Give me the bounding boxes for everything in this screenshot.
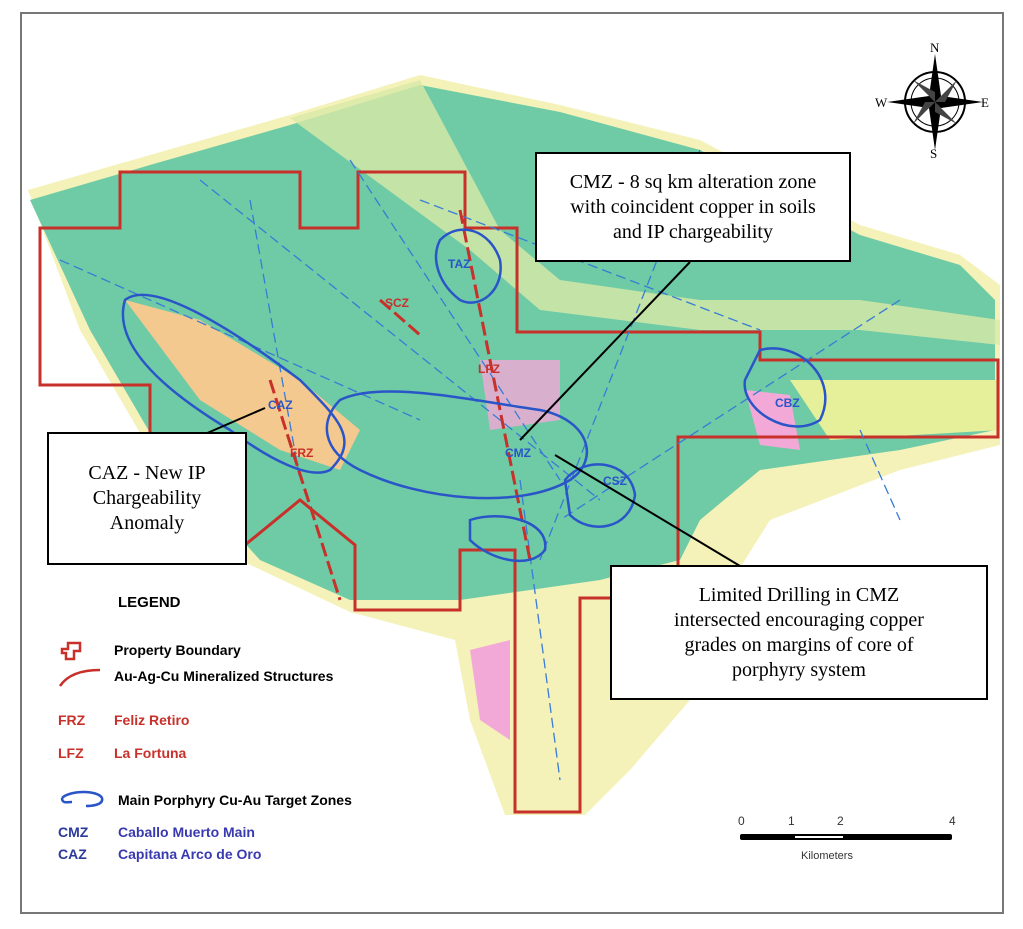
legend-target-zones: Main Porphyry Cu-Au Target Zones [118,792,352,808]
map-label-scz: SCZ [385,296,409,310]
pink-unit-2 [470,640,510,740]
scale-tick: 4 [949,814,956,828]
scale-tick: 2 [837,814,844,828]
compass-south: S [930,146,938,161]
legend-structures: Au-Ag-Cu Mineralized Structures [114,668,334,684]
callout-caz-line: Chargeability [92,487,202,509]
property-boundary [38,170,1000,814]
callout-cmz-line: with coincident copper in soils [570,195,816,218]
target-zone-icon [60,790,104,808]
yellow-green-unit [790,380,1000,440]
property-boundary-icon [60,641,82,661]
callout-cmz-line: CMZ - 8 sq km alteration zone [569,170,817,193]
scale-tick: 1 [788,814,795,828]
scale-bar: 0 1 2 4 Kilometers [735,812,965,872]
callout-pointer-cmz [519,261,691,441]
legend-cmz-code: CMZ [58,824,89,840]
compass-north: N [930,40,940,55]
scale-bar-segment [795,836,843,838]
callout-caz-line: CAZ - New IP [88,462,206,484]
scale-bar-track [740,834,952,840]
legend-caz-code: CAZ [58,846,87,862]
callout-drilling-line: porphyry system [732,658,866,681]
map-label-csz: CSZ [603,474,627,488]
callout-drilling: Limited Drilling in CMZ intersected enco… [610,565,988,700]
map-label-lfz: LFZ [478,362,500,376]
mineralized-structures [268,209,532,601]
pink-unit-3 [480,360,560,430]
callout-caz-line: Anomaly [109,512,185,534]
legend-frz-code: FRZ [58,712,86,728]
legend-title: LEGEND [118,594,181,611]
callout-drilling-line: Limited Drilling in CMZ [698,583,900,606]
map-label-cbz: CBZ [775,396,800,410]
tan-unit [125,300,360,470]
legend-frz-name: Feliz Retiro [114,712,190,728]
scale-unit: Kilometers [801,850,853,862]
scale-tick: 0 [738,814,745,828]
callout-drilling-line: grades on margins of core of [684,633,914,656]
map-frame [20,12,1004,914]
sediment-band [290,80,1000,345]
callout-cmz: CMZ - 8 sq km alteration zone with coinc… [535,152,851,262]
legend-lfz-name: La Fortuna [114,745,187,761]
map-label-cmz: CMZ [505,446,531,460]
legend-property-boundary: Property Boundary [114,642,241,658]
target-zones [121,228,827,563]
callout-cmz-line: and IP chargeability [613,220,773,243]
legend-caz-name: Capitana Arco de Oro [118,846,262,862]
structure-line-icon [58,668,101,687]
legend-lfz-code: LFZ [58,745,84,761]
compass-east: E [981,95,989,110]
callout-pointer-caz [204,407,266,435]
callout-pointer-drilling [554,454,741,567]
map-label-taz: TAZ [448,257,471,271]
map-label-frz: FRZ [290,446,314,460]
callout-caz: CAZ - New IP Chargeability Anomaly [47,432,247,565]
map-label-caz: CAZ [268,398,293,412]
compass-west: W [875,95,888,110]
legend-cmz-name: Caballo Muerto Main [118,824,255,840]
compass-rose: N S W E [875,40,990,161]
callout-drilling-line: intersected encouraging copper [674,608,924,631]
compass-icon [887,54,983,150]
